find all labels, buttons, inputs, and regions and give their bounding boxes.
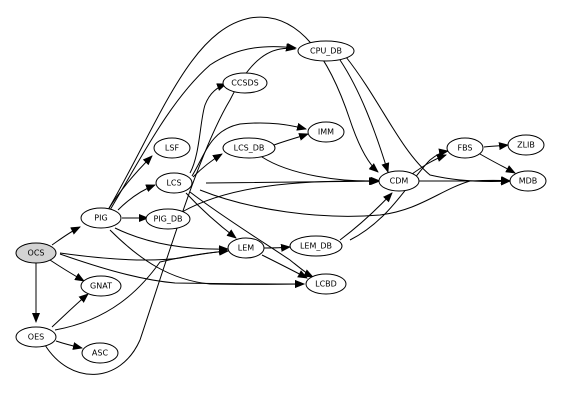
node-zlib: ZLIB <box>507 134 545 156</box>
node-zlib-label: ZLIB <box>517 141 535 150</box>
edge-lcs-lcs_db <box>192 153 223 178</box>
node-oes-shape <box>15 326 57 348</box>
edge-fbs-mdb <box>479 153 516 174</box>
node-pig_db-label: PIG_DB <box>153 215 182 224</box>
edge-fbs-zlib <box>483 142 509 151</box>
node-gnat: GNAT <box>80 275 122 297</box>
node-lcbd-shape <box>305 273 347 295</box>
node-mdb: MDB <box>509 170 547 192</box>
edge-lem-lcbd <box>261 254 308 279</box>
node-fbs: FBS <box>446 137 484 159</box>
edge-ocs-gnat <box>49 259 85 282</box>
node-lcs: LCS <box>155 172 193 194</box>
node-asc-label: ASC <box>92 349 109 358</box>
node-lsf-shape <box>153 137 191 159</box>
node-ccsds-shape <box>222 72 268 94</box>
node-lcs-label: LCS <box>166 179 181 188</box>
edge-lcs-imm <box>191 122 307 177</box>
node-lsf-label: LSF <box>165 144 180 153</box>
edge-pig-lcs <box>117 184 156 211</box>
node-pig-label: PIG <box>94 214 107 223</box>
node-lem_db-label: LEM_DB <box>300 242 332 251</box>
node-ocs: OCS <box>15 242 57 264</box>
node-mdb-label: MDB <box>519 177 538 186</box>
edge-oes-asc <box>55 340 83 350</box>
node-fbs-label: FBS <box>457 144 472 153</box>
edge-lcs-ccsds <box>189 83 227 174</box>
edge-lcs_db-imm <box>273 133 309 146</box>
node-cpu_db-shape <box>297 40 355 62</box>
edge-pig-lem <box>114 227 229 254</box>
edge-lem_db-fbs <box>349 148 449 241</box>
node-cpu_db: CPU_DB <box>297 40 355 62</box>
node-mdb-shape <box>509 170 547 192</box>
edge-cdm-fbs <box>411 154 447 175</box>
node-lem_db-shape <box>289 235 343 257</box>
node-lcs-shape <box>155 172 193 194</box>
node-pig-shape <box>80 207 122 229</box>
node-ccsds: CCSDS <box>222 72 268 94</box>
node-pig_db: PIG_DB <box>145 208 191 230</box>
node-cpu_db-label: CPU_DB <box>310 47 342 56</box>
node-imm-shape <box>307 121 345 143</box>
node-oes: OES <box>15 326 57 348</box>
node-lem: LEM <box>227 237 265 259</box>
node-pig_db-shape <box>145 208 191 230</box>
node-lem-shape <box>227 237 265 259</box>
node-zlib-shape <box>507 134 545 156</box>
edge-cpu_db-cdm <box>339 59 390 173</box>
edge-ocs-pig <box>51 226 81 246</box>
node-cdm: CDM <box>378 170 420 192</box>
edge-lem-lem_db <box>263 243 291 252</box>
edge-lcs-lem <box>185 192 237 239</box>
edge-lcs-cdm <box>205 177 380 186</box>
node-cdm-label: CDM <box>390 177 409 186</box>
edge-oes-lem <box>54 247 229 331</box>
node-ocs-label: OCS <box>28 249 45 258</box>
node-gnat-shape <box>80 275 122 297</box>
node-lcs_db: LCS_DB <box>222 137 276 159</box>
node-lem_db: LEM_DB <box>289 235 343 257</box>
node-lcbd-label: LCBD <box>315 280 337 289</box>
node-imm-label: IMM <box>318 128 334 137</box>
edge-oes-gnat <box>51 293 89 328</box>
node-asc: ASC <box>81 342 119 364</box>
edge-pig-cdm <box>107 16 379 211</box>
node-imm: IMM <box>307 121 345 143</box>
node-asc-shape <box>81 342 119 364</box>
edge-lem_db-cdm <box>339 192 393 241</box>
node-lcbd: LCBD <box>305 273 347 295</box>
node-oes-label: OES <box>28 333 44 342</box>
node-lcs_db-shape <box>222 137 276 159</box>
node-lsf: LSF <box>153 137 191 159</box>
edge-pig-lcbd <box>109 229 305 289</box>
node-pig: PIG <box>80 207 122 229</box>
node-lcs_db-label: LCS_DB <box>234 144 265 153</box>
node-ccsds-label: CCSDS <box>231 79 259 88</box>
edge-lcs-lcbd <box>189 191 314 278</box>
nodes: OCS OES ASC GNAT PIG PIG_DB LSF LCS <box>15 40 547 364</box>
node-cdm-shape <box>378 170 420 192</box>
node-fbs-shape <box>446 137 484 159</box>
edge-lcs-mdb <box>199 176 511 217</box>
node-gnat-label: GNAT <box>90 282 112 291</box>
edges <box>32 16 516 375</box>
node-ocs-shape <box>15 242 57 264</box>
node-lem-label: LEM <box>238 244 255 253</box>
edge-lcs_db-cdm <box>261 156 379 186</box>
edge-pig-cpu_db <box>109 42 297 211</box>
